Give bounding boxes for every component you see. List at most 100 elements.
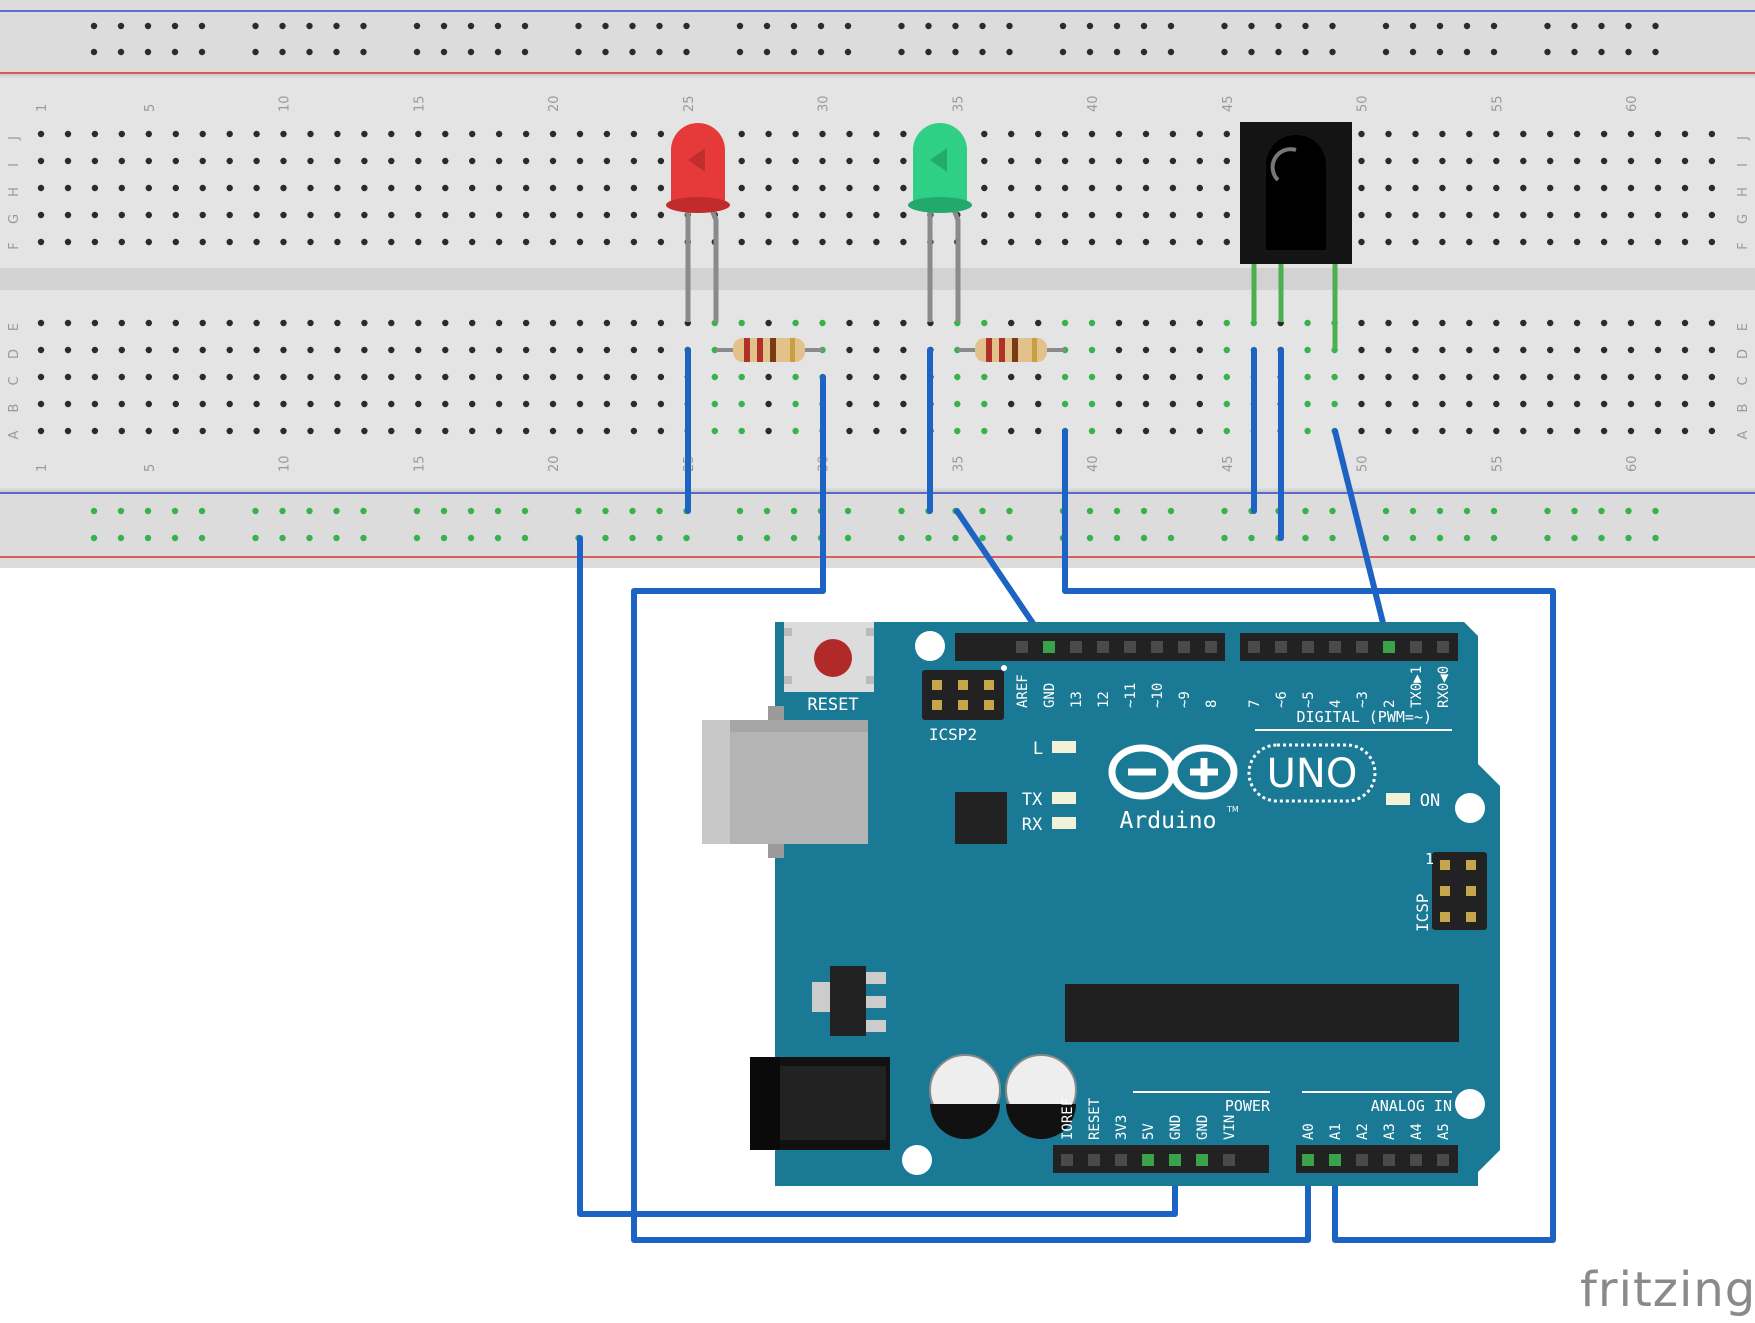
rail-hole [333,22,340,30]
row-label: D [1736,349,1751,359]
breadboard-hole [1708,400,1716,408]
rail-hole [279,48,286,56]
header-pin[interactable] [1115,1154,1127,1166]
header-pin[interactable] [1383,1154,1395,1166]
rail-hole [1329,534,1336,542]
header-pin[interactable] [1223,1154,1235,1166]
breadboard-hole [172,427,179,435]
breadboard-hole [630,238,638,246]
header-pin[interactable] [1205,641,1217,653]
breadboard-hole [1600,346,1608,354]
rail-hole [1086,22,1094,30]
header-pin[interactable] [1178,641,1190,653]
column-number: 45 [1221,95,1236,112]
breadboard-hole [442,130,449,138]
header-pin[interactable] [1437,641,1449,653]
rail-hole [1275,22,1282,30]
breadboard-hole [576,319,584,327]
header-pin[interactable] [1169,1154,1181,1166]
breadboard-hole [1547,319,1554,327]
breadboard-hole [199,427,206,435]
breadboard-hole [495,319,503,327]
rail-hole [171,507,179,515]
header-pin[interactable] [1124,641,1136,653]
breadboard-hole [1573,400,1581,408]
pin-label: ~11 [1123,683,1139,708]
header-pin[interactable] [1383,641,1395,653]
breadboard-hole [1493,373,1500,381]
rail-hole [144,534,152,542]
header-pin[interactable] [1329,641,1341,653]
rail-hole [898,48,905,56]
breadboard-hole [1627,238,1635,246]
red-led [666,123,730,322]
column-number: 60 [1625,95,1640,112]
rail-hole [198,507,206,515]
breadboard-hole [846,427,853,435]
header-pin[interactable] [1302,1154,1314,1166]
header-pin[interactable] [1088,1154,1100,1166]
breadboard-hole [1169,400,1177,408]
header-pin[interactable] [1097,641,1109,653]
breadboard-hole [1654,427,1662,435]
breadboard-hole [37,346,45,354]
rail-hole [952,534,959,542]
breadboard-hole [846,157,853,165]
breadboard-hole [253,238,260,246]
rail-hole [413,22,421,30]
breadboard-hole [1412,427,1419,435]
breadboard-hole [1223,211,1231,219]
header-pin[interactable] [1070,641,1082,653]
breadboard-hole [1115,427,1123,435]
rail-hole [1059,48,1067,56]
header-pin[interactable] [1043,641,1055,653]
breadboard-hole [64,400,72,408]
header-pin[interactable] [1151,641,1163,653]
breadboard-hole [1358,319,1365,327]
header-pin[interactable] [1410,641,1422,653]
header-pin[interactable] [1356,1154,1368,1166]
breadboard-hole [1654,319,1662,327]
header-pin[interactable] [1356,641,1368,653]
rail-hole [656,507,663,515]
rail-hole [1436,22,1444,30]
pin-label: A2 [1355,1123,1371,1140]
breadboard-hole [873,346,880,354]
rail-hole [1086,507,1094,515]
breadboard-hole [307,238,314,246]
breadboard-hole [145,238,152,246]
header-pin[interactable] [1437,1154,1449,1166]
rail-hole [1463,507,1471,515]
rail-hole [360,507,367,515]
pin-label: ~6 [1274,691,1290,708]
rail-hole [1006,534,1013,542]
breadboard-hole [1008,373,1015,381]
breadboard-hole [415,346,422,354]
header-pin[interactable] [1061,1154,1073,1166]
breadboard-hole [738,427,745,435]
breadboard-hole [549,373,557,381]
header-pin[interactable] [1329,1154,1341,1166]
breadboard-hole [1573,130,1581,138]
rail-hole [844,534,852,542]
pin-label: 12 [1096,691,1112,708]
breadboard-hole [37,157,45,165]
header-pin[interactable] [1302,641,1314,653]
header-pin[interactable] [1275,641,1287,653]
header-pin[interactable] [1142,1154,1154,1166]
breadboard-hole [1627,211,1635,219]
breadboard-hole [873,211,880,219]
header-pin[interactable] [1016,641,1028,653]
breadboard-hole [1088,373,1096,381]
led-rx-label: RX [1022,815,1043,835]
reset-button[interactable] [784,622,874,692]
breadboard-hole [172,184,179,192]
rail-hole [413,507,421,515]
header-pin[interactable] [1410,1154,1422,1166]
breadboard-hole [711,427,718,435]
header-pin[interactable] [1196,1154,1208,1166]
breadboard-hole [442,184,449,192]
breadboard-hole [900,400,907,408]
header-pin[interactable] [1248,641,1260,653]
